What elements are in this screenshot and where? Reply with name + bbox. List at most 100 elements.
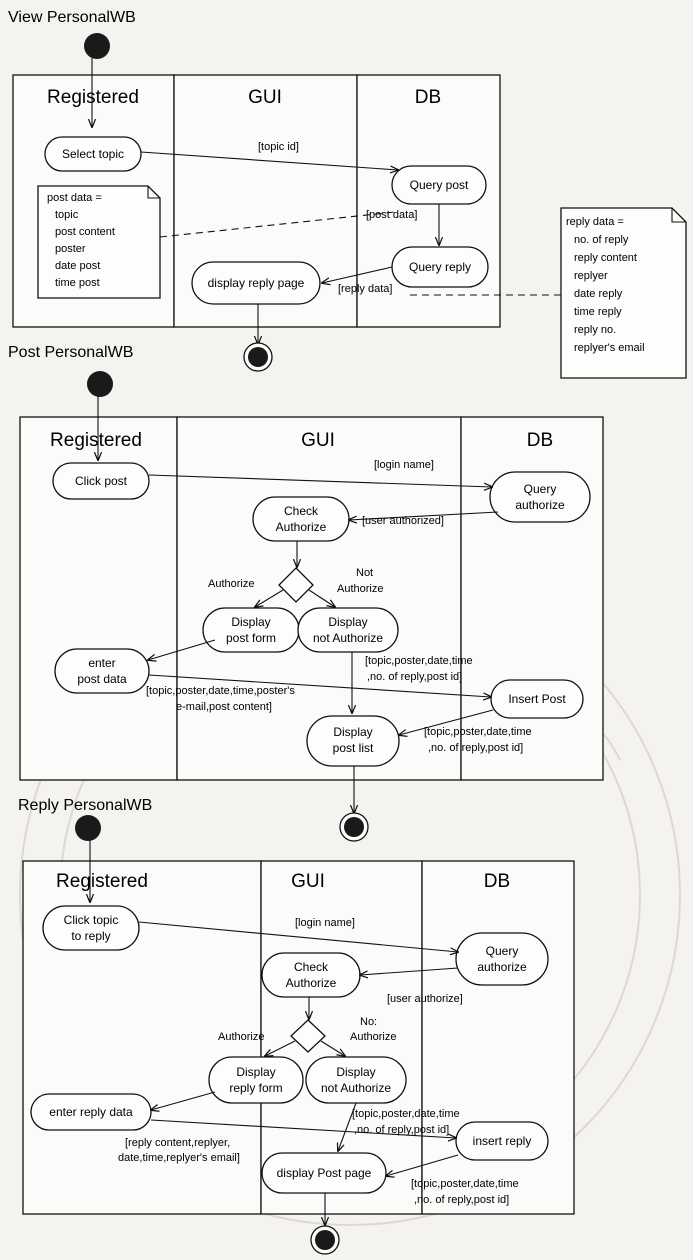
post-label-topic-fields-2b: ,no. of reply,post id] [428,742,523,754]
post-node-enter-post-data-label-1: enter [88,656,115,670]
post-label-not-authorize-1: Not [356,567,373,579]
post-lane-gui-label: GUI [301,430,335,451]
reply-flow-insert [150,1119,456,1138]
view-note-post-data-fold [147,186,160,199]
reply-node-enter-reply-data-label: enter reply data [49,1105,133,1119]
reply-node-click-topic [42,905,140,951]
view-label-post-data: [post data] [366,209,417,221]
view-note-reply-line-7: replyer's email [574,342,645,354]
view-node-query-reply-label: Query reply [409,260,471,274]
post-node-insert-post-label: Insert Post [508,692,566,706]
post-node-display-not-authorize-label-1: Display [328,615,367,629]
view-note-reply-line-2: reply content [574,252,637,264]
post-node-display-post-list-label-2: post list [333,741,374,755]
reply-node-click-topic-label-2: to reply [71,929,110,943]
view-node-select-topic-label: Select topic [62,147,124,161]
post-node-display-post-list [306,715,400,767]
post-title: Post PersonalWB [8,344,133,361]
view-note-post-line-5: time post [55,277,100,289]
view-node-display-reply-page-label: display reply page [208,276,305,290]
post-node-display-not-authorize-label-2: not Authorize [313,631,383,645]
view-title: View PersonalWB [8,9,136,26]
post-flow-login-name [148,474,492,487]
post-flow-to-enter-data [148,639,216,660]
reply-label-authorize: Authorize [218,1031,264,1043]
post-label-user-authorized: [user authorized] [362,515,444,527]
reply-node-display-reply-form-label-1: Display [236,1065,275,1079]
view-end-node-dot [248,347,268,367]
view-start-node [84,33,110,59]
reply-flow-not-auth-to-page [338,1102,357,1151]
post-label-topic-fields-2a: [topic,poster,date,time [424,726,532,738]
reply-label-topic-fields-1a: [topic,poster,date,time [352,1108,460,1120]
reply-flow-to-enter-data [151,1091,216,1110]
reply-flow-authorize [265,1040,296,1056]
view-note-reply-line-3: replyer [574,270,608,282]
reply-label-not-authorize-2: Authorize [350,1031,396,1043]
reply-node-query-authorize-label-1: Query [486,944,519,958]
view-node-display-reply-page [191,261,321,305]
reply-node-enter-reply-data [30,1093,152,1131]
post-node-enter-post-data [54,648,150,694]
post-label-authorize: Authorize [208,578,254,590]
reply-flow-not-authorize [320,1040,345,1056]
reply-flow-page-data [386,1154,459,1176]
reply-label-topic-fields-2a: [topic,poster,date,time [411,1178,519,1190]
post-node-query-authorize-label-1: Query [524,482,557,496]
post-node-query-authorize-label-2: authorize [515,498,565,512]
reply-flow-user-authorize [360,967,459,975]
reply-lane-gui-label: GUI [291,871,325,892]
reply-node-check-authorize-label-1: Check [294,960,329,974]
view-note-reply-data-fold [671,208,686,223]
reply-lane-db-label: DB [484,871,510,892]
post-node-query-authorize [489,471,591,523]
post-lane-registered-label: Registered [50,430,142,451]
post-node-display-post-form-label-2: post form [226,631,276,645]
reply-node-display-not-authorize-label-2: not Authorize [321,1081,391,1095]
reply-node-display-post-page-label: display Post page [277,1166,372,1180]
post-node-click-post-label: Click post [75,474,128,488]
reply-title: Reply PersonalWB [18,797,152,814]
post-node-enter-post-data-label-2: post data [77,672,127,686]
reply-label-user-authorize: [user authorize] [387,993,463,1005]
post-flow-authorize [255,589,284,607]
reply-label-topic-fields-1b: ,no. of reply,post id] [354,1124,449,1136]
post-flow-user-authorized [349,511,499,520]
post-label-topic-fields-1b: ,no. of reply,post id] [367,671,462,683]
post-node-display-post-form-label-1: Display [231,615,270,629]
reply-decision-node [290,1019,326,1053]
reply-lane-db [421,860,575,1215]
reply-node-query-authorize-label-2: authorize [477,960,527,974]
reply-node-query-authorize [455,932,549,986]
view-note-post-line-4: date post [55,260,100,272]
view-note-reply-line-0: reply data = [566,216,624,228]
reply-lane-registered-label: Registered [56,871,148,892]
post-label-not-authorize-2: Authorize [337,583,383,595]
post-flow-insert [148,674,491,697]
reply-end-node-dot [315,1230,335,1250]
view-note-post-data [37,185,161,299]
view-note-post-line-0: post data = [47,192,102,204]
post-node-check-authorize-label-1: Check [284,504,319,518]
view-note-post-line-3: poster [55,243,86,255]
reply-section: Reply PersonalWB Registered GUI DB Click… [18,797,575,1255]
post-section: Post PersonalWB Registered GUI DB Click … [8,344,604,842]
view-label-topic-id: [topic id] [258,141,299,153]
view-note-reply-line-1: no. of reply [574,234,629,246]
reply-node-display-not-authorize-label-1: Display [336,1065,375,1079]
view-note-post-connector [159,211,396,238]
view-lane-registered-label: Registered [47,87,139,108]
view-note-reply-line-5: time reply [574,306,622,318]
view-lane-gui-label: GUI [248,87,282,108]
reply-node-display-reply-form-label-2: reply form [229,1081,282,1095]
view-node-query-post-label: Query post [410,178,469,192]
post-label-login-name: [login name] [374,459,434,471]
reply-label-login-name: [login name] [295,917,355,929]
post-label-post-input-2: e-mail,post content] [176,701,272,713]
view-note-reply-line-4: date reply [574,288,623,300]
view-flow-reply-data [322,266,393,283]
post-flow-list-data [399,709,494,735]
reply-node-display-reply-form [208,1056,304,1104]
post-node-click-post [52,462,150,500]
